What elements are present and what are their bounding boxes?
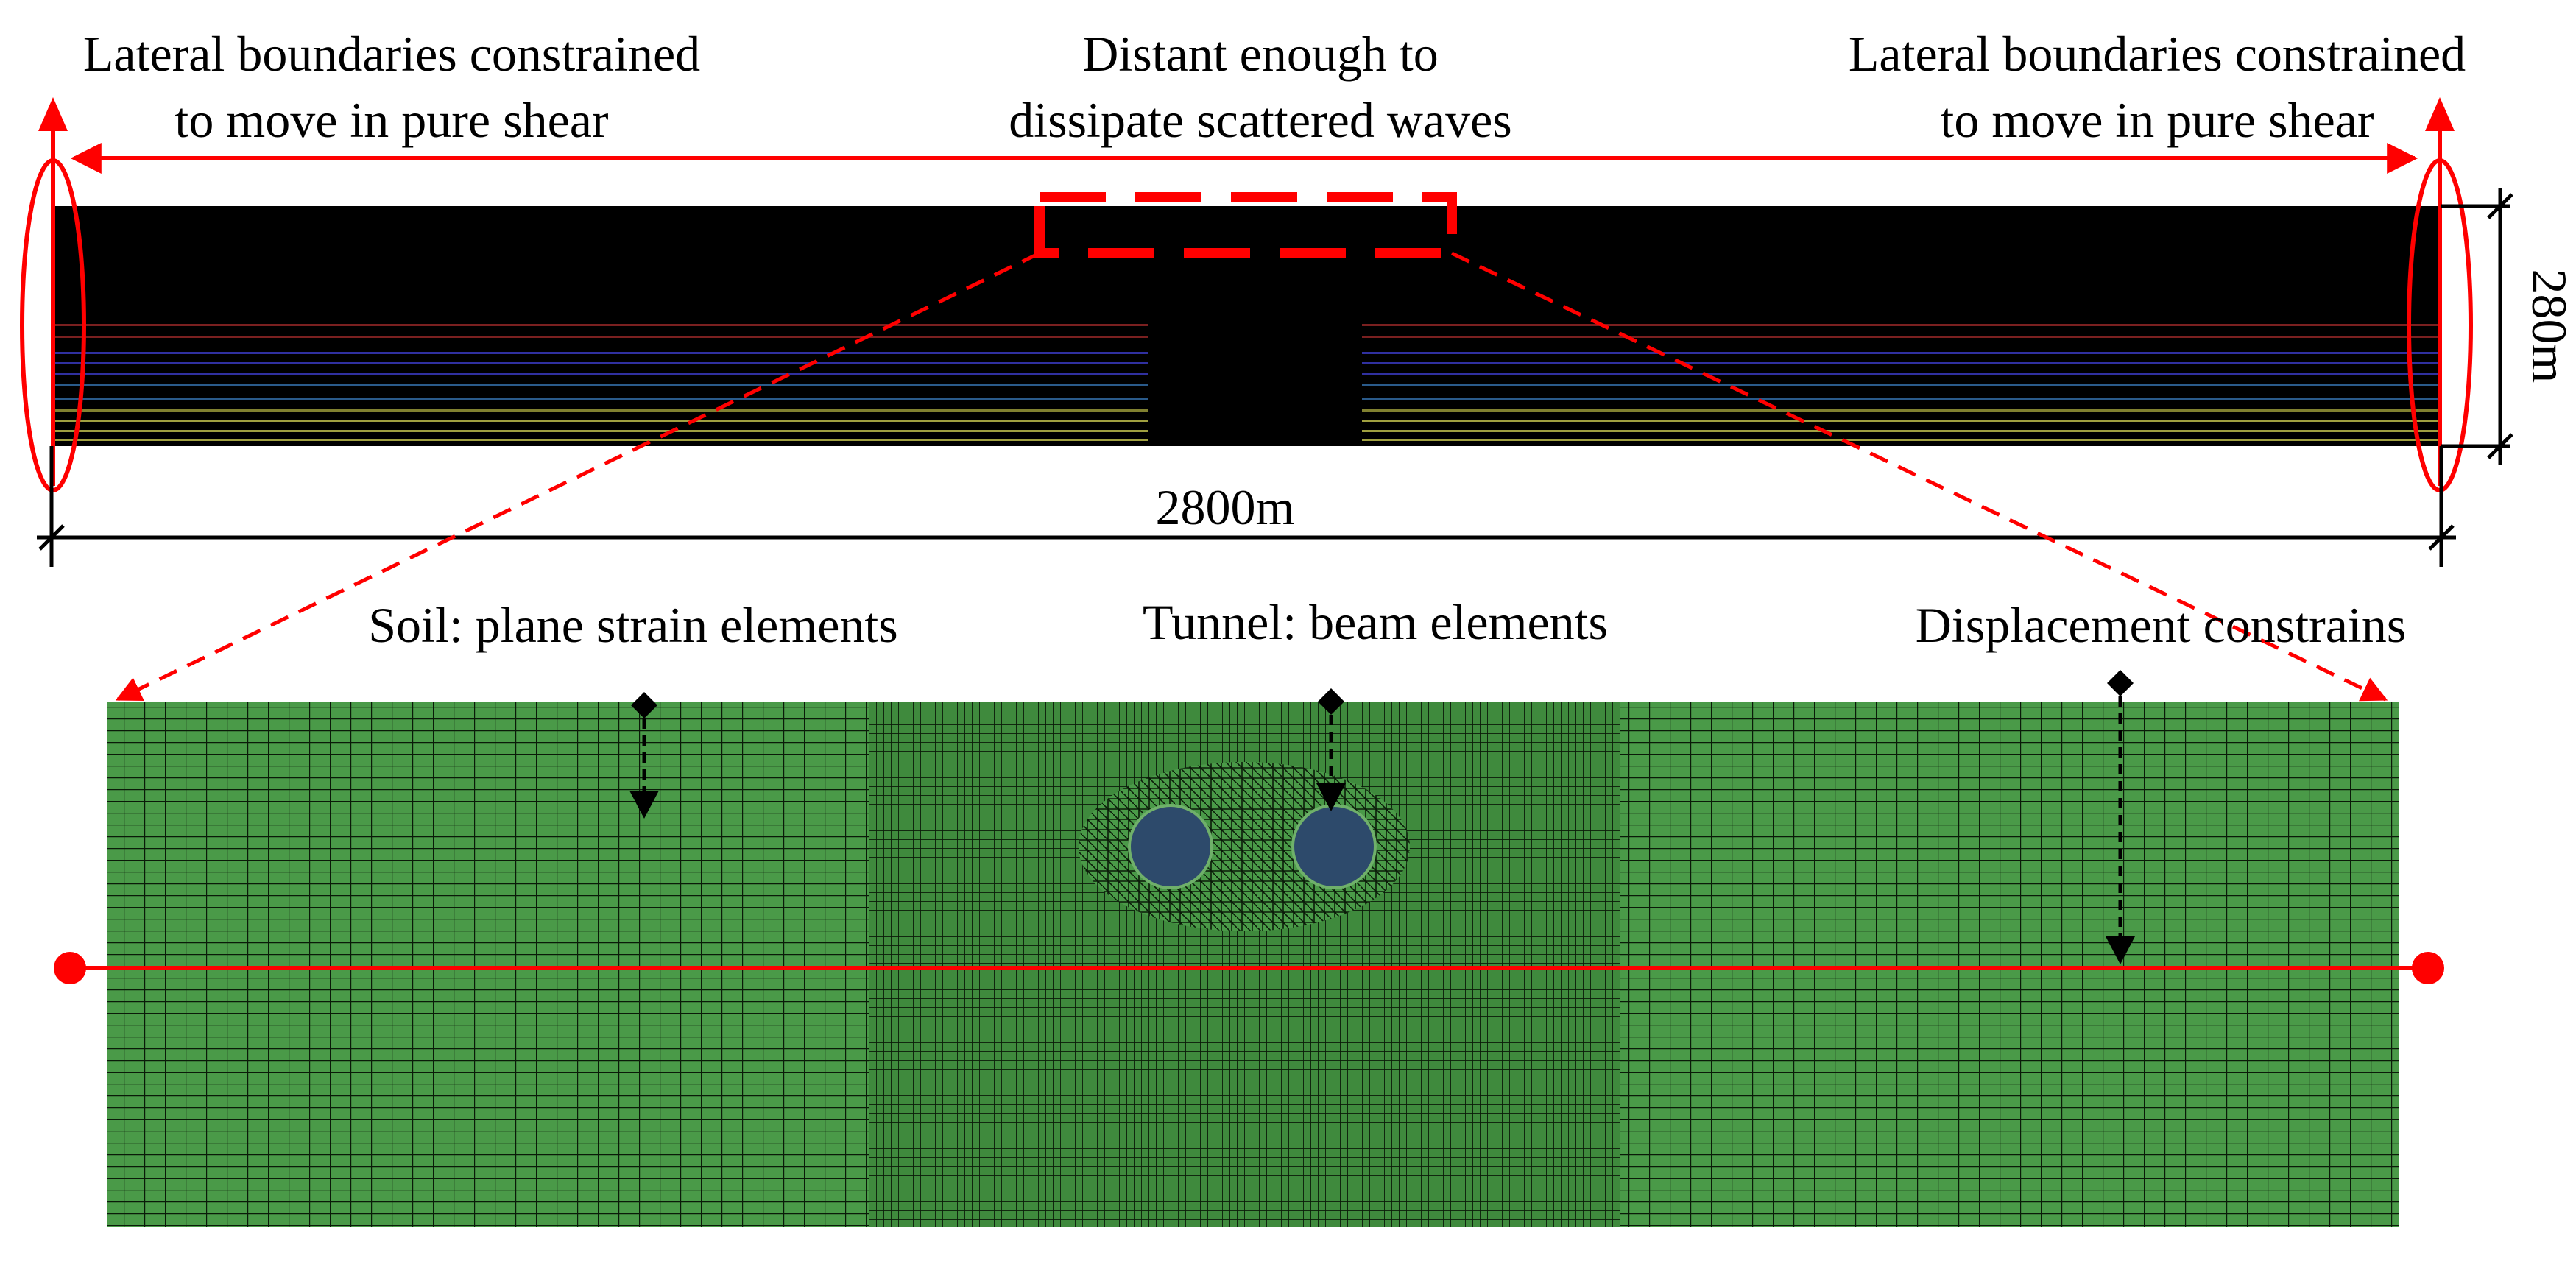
soil-pointer xyxy=(629,692,659,819)
fine-mesh-zone xyxy=(1148,324,1362,446)
circle-pin-icon xyxy=(2412,952,2444,984)
dimension-tick-icon xyxy=(38,524,65,551)
diamond-marker-icon xyxy=(2107,670,2134,696)
diamond-marker-icon xyxy=(631,692,657,718)
displacement-label: Displacement constrains xyxy=(1916,597,2407,653)
zoom-projection-left xyxy=(115,251,1041,702)
dimension-tick-icon xyxy=(2487,433,2513,459)
dimension-tick-icon xyxy=(2428,524,2455,551)
width-dimension-label: 2800m xyxy=(1156,479,1295,535)
arrowhead-down-icon xyxy=(2106,936,2135,964)
height-dimension xyxy=(2441,188,2513,465)
arrowhead-down-icon xyxy=(629,791,659,819)
dimension-tick-icon xyxy=(2487,193,2513,219)
arrow-up-icon xyxy=(2425,97,2455,131)
center-label-line2: dissipate scattered waves xyxy=(1009,92,1512,148)
lateral-right-line1: Lateral boundaries constrained xyxy=(1849,26,2466,82)
tunnel-left xyxy=(1128,804,1213,889)
displacement-pointer xyxy=(2106,670,2135,964)
arrow-up-icon xyxy=(38,97,68,131)
zoom-projection-right xyxy=(1450,251,2388,702)
center-label-line1: Distant enough to xyxy=(1082,26,1439,82)
zoomed-mesh xyxy=(107,702,2399,1227)
height-dimension-label: 280m xyxy=(2522,269,2576,384)
zoom-window xyxy=(1034,192,1457,258)
soil-label: Soil: plane strain elements xyxy=(368,597,898,653)
lateral-left-line1: Lateral boundaries constrained xyxy=(83,26,700,82)
diamond-marker-icon xyxy=(1318,688,1344,715)
displacement-constraint-line xyxy=(54,952,2444,984)
tunnel-label: Tunnel: beam elements xyxy=(1143,594,1608,650)
tunnel-pointer xyxy=(1316,688,1346,811)
circle-pin-icon xyxy=(54,952,86,984)
tunnel-right xyxy=(1291,804,1377,889)
radial-mesh-zone xyxy=(1079,762,1410,931)
full-domain-mesh xyxy=(52,206,2441,446)
lateral-left-line2: to move in pure shear xyxy=(174,92,609,148)
arrowhead-down-icon xyxy=(1316,783,1346,811)
lateral-right-line2: to move in pure shear xyxy=(1940,92,2374,148)
width-dimension xyxy=(37,446,2456,567)
